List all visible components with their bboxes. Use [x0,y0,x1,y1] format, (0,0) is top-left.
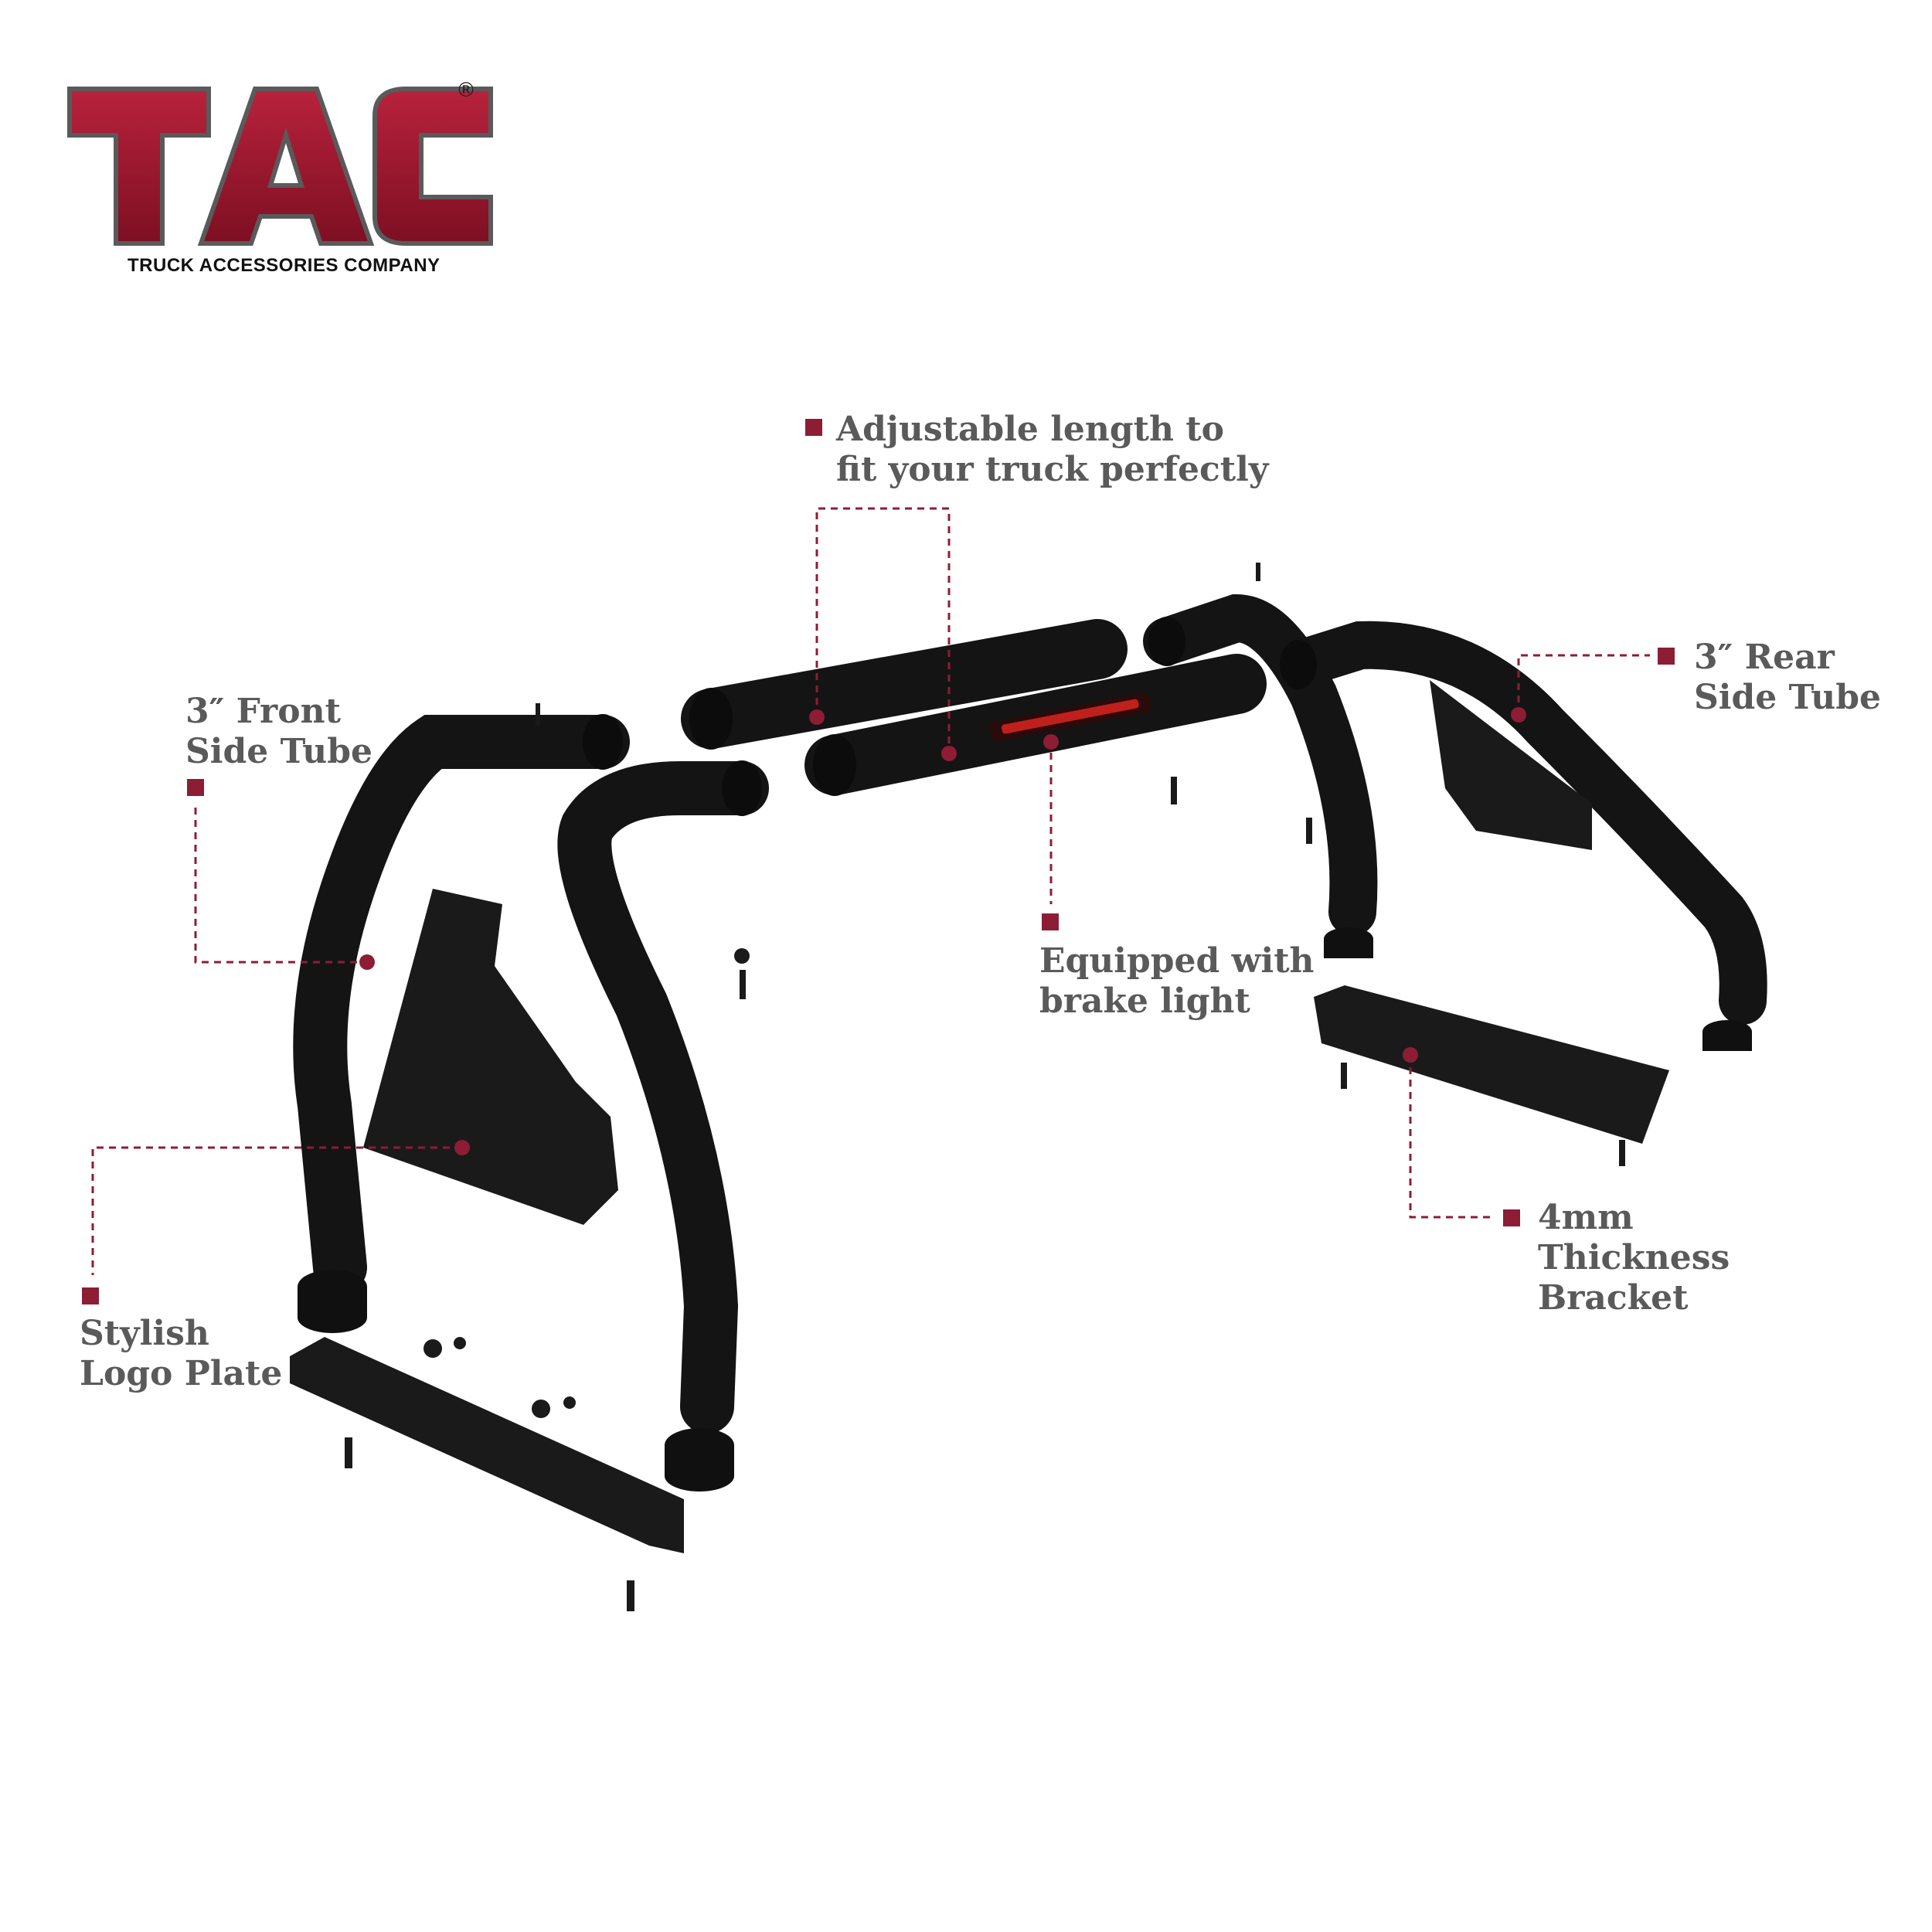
leader-dot [1511,707,1526,723]
callout-marker [1503,1209,1520,1226]
front-side-tube-left [293,715,630,1294]
sleeve [298,1302,367,1333]
leader-dot [809,709,825,725]
leader-dot [454,1140,470,1155]
bolt [1341,1063,1347,1089]
tube-end [1148,617,1185,666]
cross-tube-upper [681,619,1128,749]
callout-line: fit your truck perfectly [836,450,1269,489]
bolt [1171,777,1177,804]
tube-end [722,760,762,816]
callout-marker [187,779,204,796]
callout-bracket: 4mm Thickness Bracket [1538,1198,1730,1318]
logo-tagline: TRUCK ACCESSORIES COMPANY [128,255,440,276]
callout-marker [1042,913,1059,930]
bolt [627,1580,634,1611]
front-side-tube-right [557,761,769,1434]
leader-dot [1403,1047,1418,1063]
sleeve [665,1461,734,1492]
callout-line: Side Tube [1694,678,1882,717]
callout-line: Stylish [80,1314,209,1353]
callout-line: Thickness [1538,1238,1730,1277]
bolt [740,970,746,999]
tube-end [1280,640,1317,689]
washer [423,1339,442,1358]
front-mounting-bracket [290,1337,684,1553]
washer [734,948,750,964]
tube-end [813,734,856,796]
leader-front-tube [194,808,367,964]
tac-logo [66,77,498,286]
bolt [1306,818,1312,844]
bolt [345,1437,352,1468]
callout-line: Side Tube [185,732,373,771]
tube-end [583,714,623,770]
leader-adjustable [815,507,951,753]
washer [563,1396,576,1409]
rear-side-tube-left [1143,594,1378,936]
callout-brake-light: Equipped with brake light [1039,941,1315,1022]
callout-logo-plate: Stylish Logo Plate [80,1314,282,1394]
bolt [1619,1140,1625,1166]
callout-line: Bracket [1538,1278,1689,1318]
rear-plate [1430,680,1592,850]
rear-mounting-bracket [1314,985,1669,1144]
callout-line: Equipped with [1039,941,1315,981]
leader-dot [359,954,375,970]
callout-marker [805,419,822,436]
callout-rear-side-tube: 3″ Rear Side Tube [1694,638,1881,718]
tac-logo-mark [67,87,493,246]
sleeve [1324,939,1373,958]
leader-dot [1043,734,1059,750]
callout-marker [82,1287,99,1304]
registered-mark: ® [456,79,476,102]
callout-adjustable-length: Adjustable length to fit your truck perf… [836,410,1268,490]
brake-light-lens [1002,699,1139,734]
callout-line: 3″ Front [185,692,341,731]
callout-line: Adjustable length to [836,410,1224,449]
leader-dot [941,746,957,761]
tube-end [689,688,733,750]
callout-front-side-tube: 3″ Front Side Tube [185,692,372,772]
rear-side-tube-right [1274,621,1767,1025]
logo-plate [363,889,618,1225]
washer [454,1337,466,1349]
callout-line: Logo Plate [80,1354,283,1393]
callout-line: 3″ Rear [1694,638,1835,677]
bolt [1256,563,1260,581]
leader-bracket [1409,1055,1492,1219]
sleeve [1702,1032,1752,1051]
callout-marker [1658,648,1675,665]
washer [532,1400,550,1418]
callout-line: 4mm [1538,1198,1634,1237]
leader-logo-plate [91,1146,462,1275]
bolt [536,703,540,725]
callout-line: brake light [1039,981,1250,1021]
